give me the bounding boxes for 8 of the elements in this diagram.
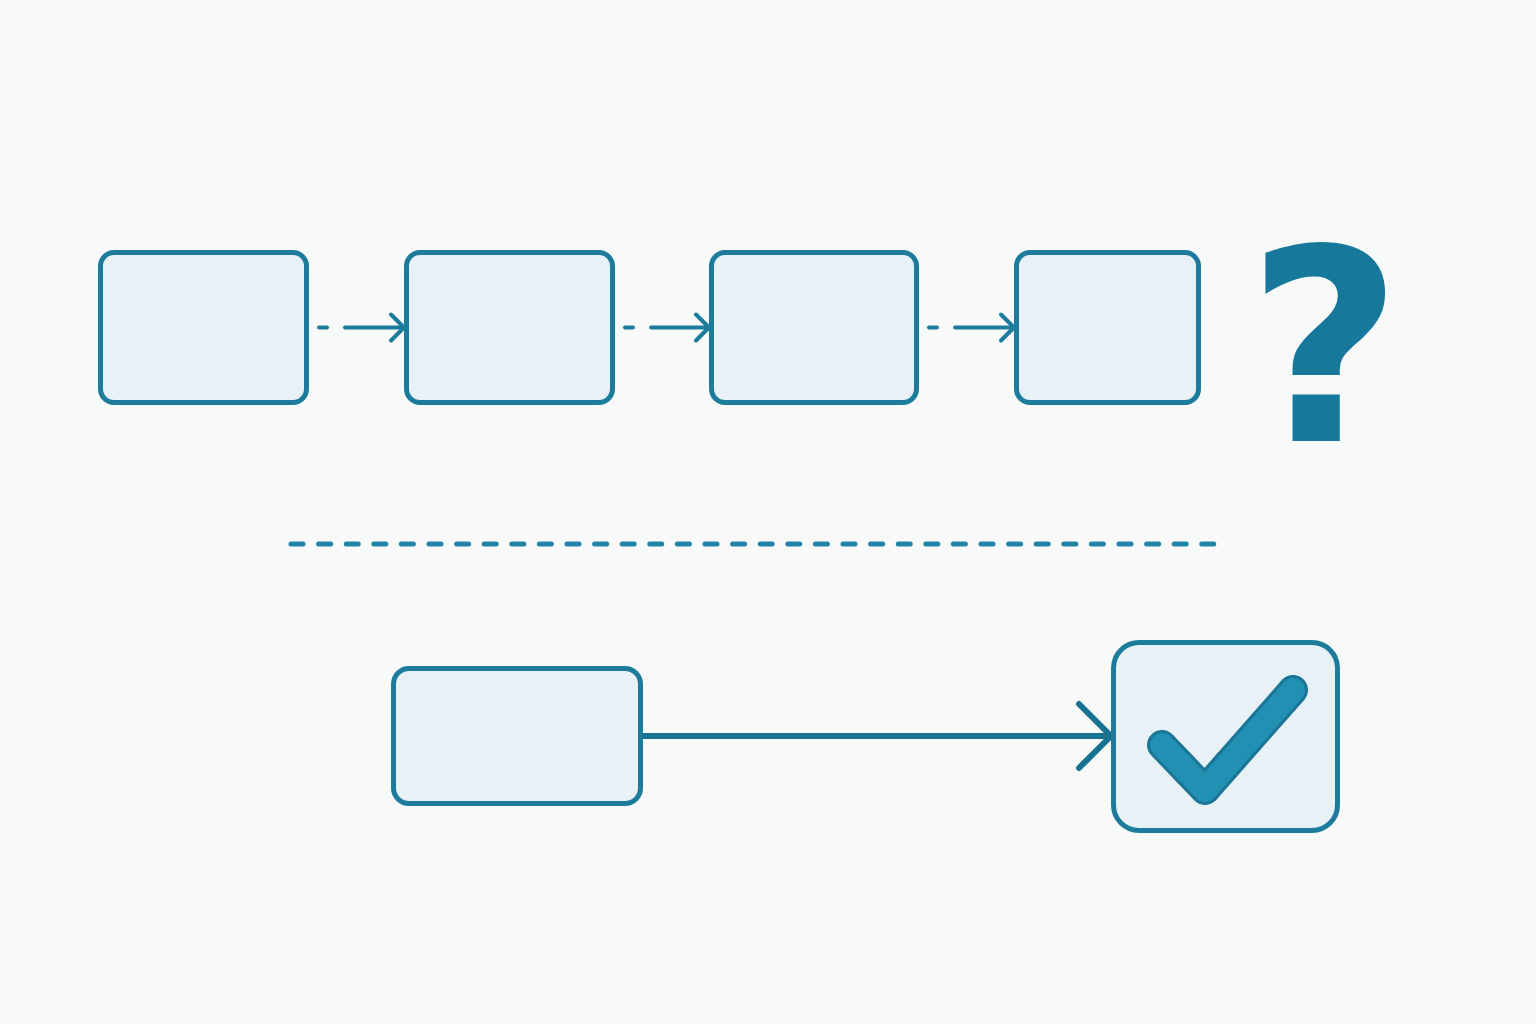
arrow — [640, 701, 1114, 771]
process-box — [404, 250, 615, 405]
result-box — [1111, 640, 1340, 833]
process-box — [391, 666, 643, 806]
question-mark: ? — [1247, 214, 1403, 482]
process-box — [98, 250, 309, 405]
process-box — [709, 250, 919, 405]
process-box — [1014, 250, 1201, 405]
